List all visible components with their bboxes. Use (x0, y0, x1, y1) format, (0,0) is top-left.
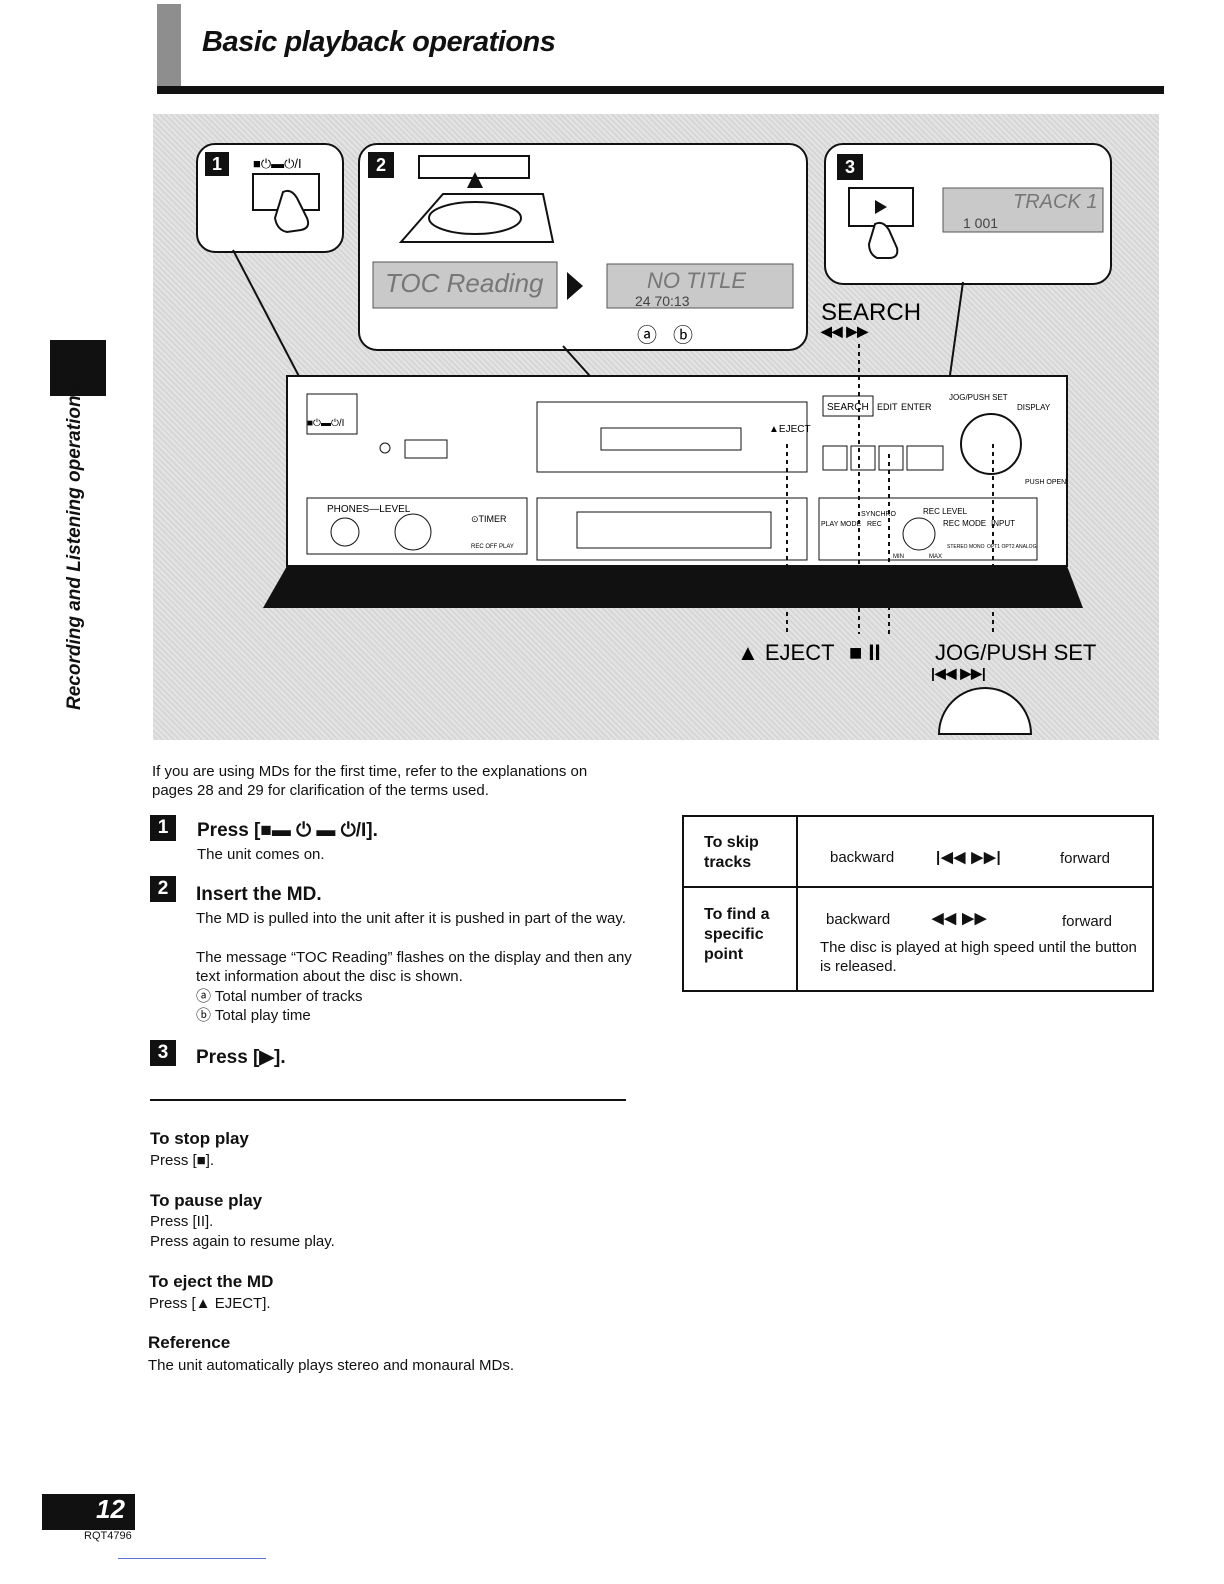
panel-search-label: SEARCH (827, 402, 869, 413)
table-row-1-backward: backward (830, 849, 895, 866)
model-code: RQT4796 (84, 1530, 132, 1542)
panel-timer-sub-label: REC OFF PLAY (471, 544, 514, 550)
md-deck: ■⏻▬⏻/I ▲EJECT SEARCH EDIT ENTER JOG/PUSH… (263, 375, 1083, 608)
display-total-nums: 24 70:13 (635, 293, 690, 309)
table-row-2-head: To find a specific point (704, 905, 769, 965)
pause-play-text-2: Press again to resume play. (150, 1233, 335, 1250)
panel-edit-label: EDIT (877, 402, 898, 412)
marker-a: ⓐ (637, 324, 657, 347)
side-tab-block (50, 340, 106, 396)
table-row-2-forward: forward (1062, 913, 1113, 930)
page-number-box (42, 1494, 135, 1530)
step-badge-2: 2 (376, 155, 386, 175)
footer-line (118, 1558, 266, 1559)
step-1-title: Press [■▬ ⏻ ▬ ⏻/I]. (197, 820, 378, 841)
panel-min-label: MIN (893, 554, 904, 560)
panel-rec-mode-label: REC MODE (943, 519, 986, 528)
jog-symbols: |◀◀ ▶▶| (931, 665, 986, 681)
table-row-1-skip-icons: |◀◀ ▶▶| (936, 849, 1002, 866)
panel-power-label: ■⏻▬⏻/I (307, 418, 344, 429)
search-symbols: ◀◀ ▶▶ (820, 323, 869, 339)
panel-eject-label: ▲EJECT (769, 424, 811, 435)
jog-label: JOG/PUSH SET (935, 640, 1096, 665)
table-row-1-head: To skip tracks (704, 833, 759, 873)
callout-step-3: 3 TRACK 1 1 001 (824, 143, 1112, 285)
table-row-2-backward: backward (826, 911, 891, 928)
table-row-2-head-line-2: specific (704, 926, 764, 943)
reference-text: The unit automatically plays stereo and … (148, 1357, 515, 1374)
stop-pause-label: ■ II (849, 640, 881, 665)
reference-title: Reference (148, 1333, 231, 1352)
step-2-badge: 2 (150, 876, 176, 902)
eject-label: ▲ EJECT (737, 640, 835, 665)
step-3-badge: 3 (150, 1040, 176, 1066)
panel-stereo-label: STEREO MONO (947, 544, 985, 550)
skip-search-table: To skip tracks backward |◀◀ ▶▶| forward … (682, 815, 1154, 992)
pause-play-title: To pause play (150, 1191, 263, 1210)
panel-synchro-label: SYNCHRO (861, 511, 897, 518)
step-1-text: The unit comes on. (197, 846, 325, 863)
panel-jog-label: JOG/PUSH SET (949, 393, 1008, 402)
side-tab-label: Recording and Listening operations (64, 384, 85, 710)
arrow-right-icon (567, 272, 583, 300)
table-row-1-forward: forward (1060, 850, 1111, 867)
panel-opt-label: OPT1 OPT2 ANALOG (987, 544, 1037, 550)
header-rule (157, 86, 1164, 94)
stop-play-text: Press [■]. (150, 1152, 215, 1169)
step-badge-1: 1 (212, 154, 222, 174)
section-divider (150, 1099, 626, 1101)
step-2-text-2: The message “TOC Reading” flashes on the… (196, 949, 632, 985)
display-no-title: NO TITLE (647, 268, 746, 293)
panel-input-label: INPUT (991, 519, 1015, 528)
header-tab (157, 4, 181, 92)
panel-phones-label: PHONES—LEVEL (327, 504, 411, 515)
eject-title: To eject the MD (149, 1272, 274, 1291)
callout-step-1: 1 ■⏻▬⏻/I (196, 143, 344, 253)
display-track: TRACK 1 (1013, 191, 1097, 213)
page-title: Basic playback operations (202, 26, 556, 58)
panel-display-label: DISPLAY (1017, 403, 1051, 412)
panel-max-label: MAX (929, 554, 942, 560)
panel-play-mode-label: PLAY MODE (821, 521, 862, 528)
display-toc-reading: TOC Reading (385, 268, 544, 298)
table-row-2-head-line-3: point (704, 946, 744, 963)
panel-rec-level-label: REC LEVEL (923, 507, 968, 516)
step-2-note-b: ⓑ Total play time (196, 1007, 311, 1024)
side-tab: Recording and Listening operations (62, 384, 94, 710)
step-2-note-a: ⓐ Total number of tracks (196, 988, 363, 1005)
callout-step-2: 2 TOC Reading NO TITLE 24 70:13 ⓐ ⓑ (358, 143, 808, 351)
table-row-1-head-line-1: To skip (704, 834, 759, 851)
panel-push-open-label: PUSH OPEN (1025, 479, 1066, 486)
power-label: ■⏻▬⏻/I (253, 156, 302, 171)
illustration: 1 ■⏻▬⏻/I 2 TOC Reading NO TITLE 24 70:13… (153, 114, 1159, 740)
page-number: 12 (96, 1494, 125, 1524)
step-2-title: Insert the MD. (196, 884, 322, 905)
marker-b: ⓑ (673, 324, 693, 347)
play-icon (875, 200, 887, 214)
search-label: SEARCH (821, 299, 921, 326)
table-row-2-head-line-1: To find a (704, 906, 770, 923)
eject-text: Press [▲ EJECT]. (149, 1295, 271, 1312)
step-badge-3: 3 (845, 157, 855, 177)
intro-text: If you are using MDs for the first time,… (152, 763, 588, 799)
table-row-2-note: The disc is played at high speed until t… (820, 939, 1137, 975)
md-disc-icon (398, 193, 555, 243)
jog-dial-icon (960, 413, 1022, 475)
display-track-num: 1 001 (963, 215, 998, 231)
panel-enter-label: ENTER (901, 402, 932, 412)
finger-icon-3 (867, 221, 899, 259)
jog-knob-icon (937, 687, 1033, 735)
pause-play-text-1: Press [II]. (150, 1213, 214, 1230)
step-1-badge: 1 (150, 815, 176, 841)
table-row-1-head-line-2: tracks (704, 854, 752, 871)
panel-timer-label: ⊙TIMER (471, 514, 507, 524)
finger-icon (273, 189, 310, 234)
step-3-title: Press [▶]. (196, 1047, 286, 1068)
table-row-2-search-icons: ◀◀ ▶▶ (932, 910, 988, 927)
panel-rec-label: REC (867, 521, 882, 528)
step-2-text-1: The MD is pulled into the unit after it … (196, 910, 626, 927)
stop-play-title: To stop play (150, 1129, 249, 1148)
